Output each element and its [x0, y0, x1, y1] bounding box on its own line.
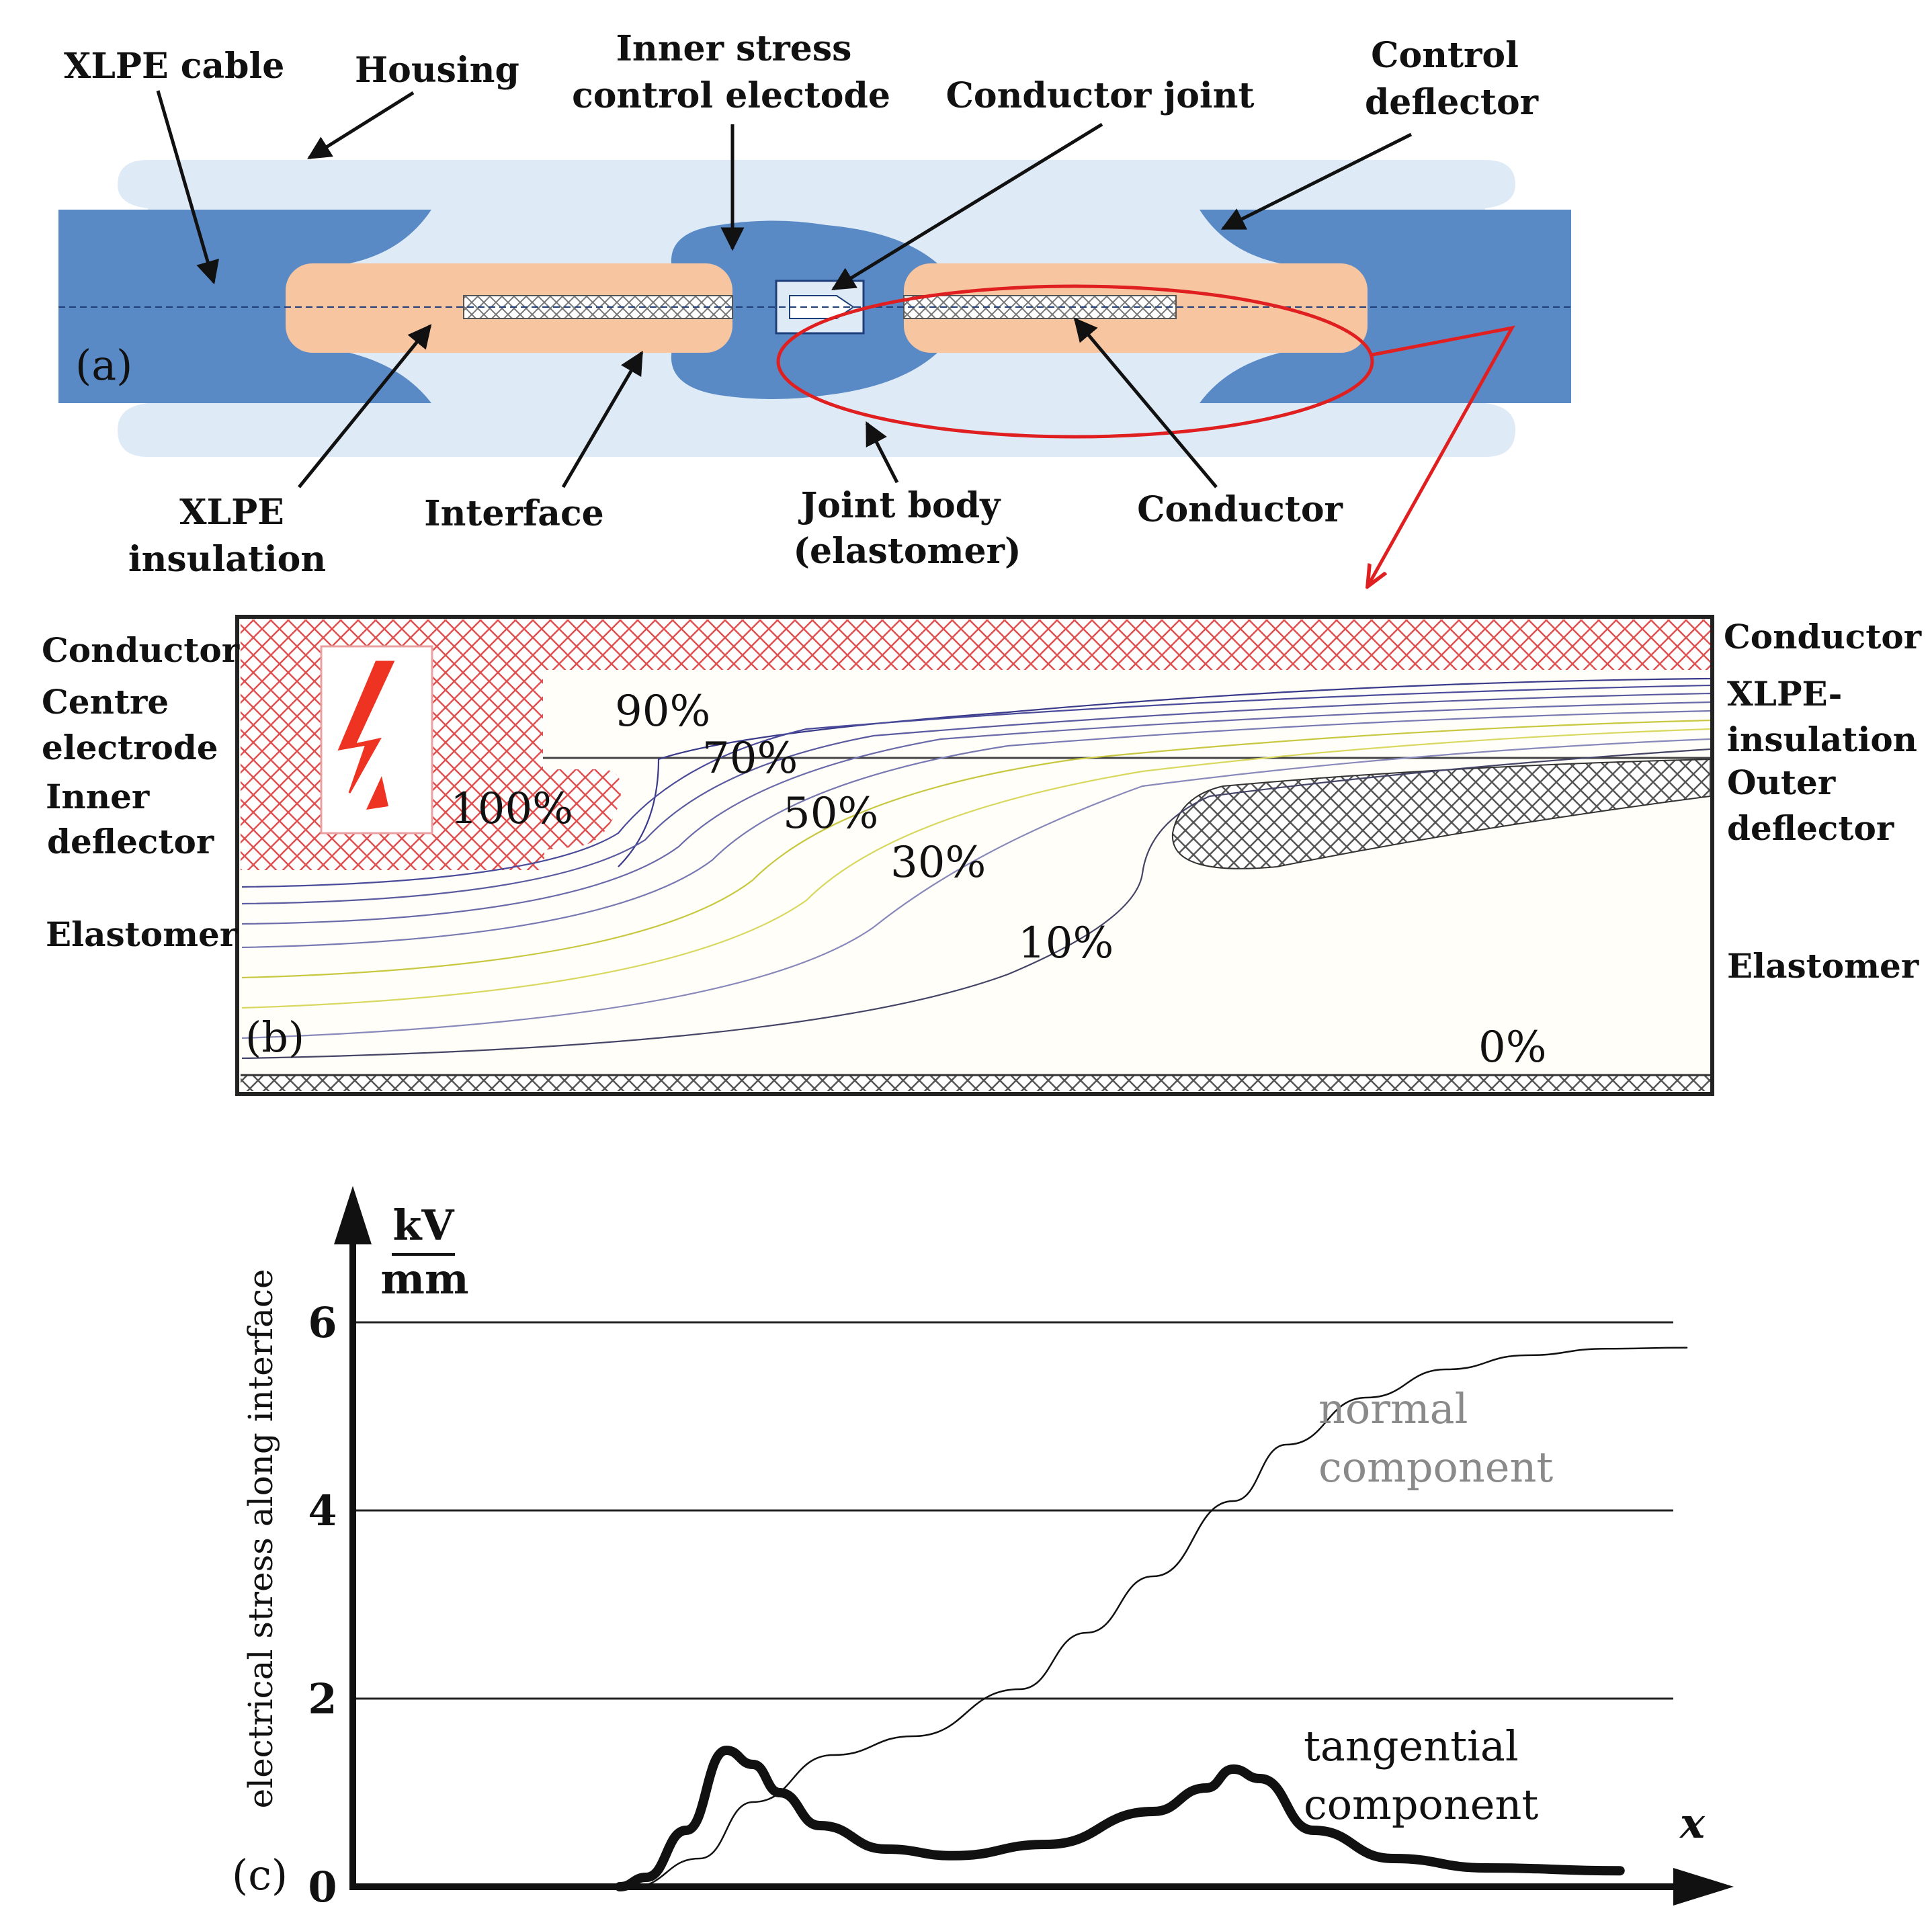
b-right-insulation: insulation — [1727, 720, 1917, 759]
label-conductor: Conductor — [1137, 489, 1343, 530]
label-interface: Interface — [424, 493, 603, 534]
b-right-elastomer: Elastomer — [1727, 946, 1919, 986]
series-group — [615, 1347, 1688, 1891]
b-left-electrode: electrode — [42, 728, 218, 767]
label-xlpe-insulation-1: XLPE — [179, 492, 284, 533]
y-axis-arrowhead — [334, 1186, 372, 1244]
label-xlpe-insulation-2: insulation — [128, 539, 326, 580]
unit-denominator: mm — [380, 1254, 468, 1304]
x-axis-arrowhead — [1673, 1868, 1734, 1906]
x-axis-label: x — [1679, 1799, 1706, 1848]
b-right-deflector: deflector — [1727, 808, 1894, 848]
tangential-label-2: component — [1304, 1780, 1538, 1829]
panel-c-tag: (c) — [232, 1850, 288, 1899]
label-inner-stress-1: Inner stress — [616, 28, 852, 69]
b-left-elastomer: Elastomer — [46, 914, 238, 954]
tangential-label-1: tangential — [1304, 1721, 1519, 1770]
series-normal-component-line — [632, 1347, 1688, 1888]
label-100pct: 100% — [450, 784, 573, 834]
zoom-highlight-ellipse — [776, 284, 1374, 439]
panel-a: XLPE cable Housing Inner stress control … — [58, 28, 1571, 587]
b-right-conductor: Conductor — [1724, 617, 1922, 656]
panel-a-arrows — [156, 90, 1413, 488]
y-axis-label: electrical stress along interface — [241, 1269, 280, 1808]
ground-strip — [241, 1075, 1710, 1091]
y-tick-labels: 0 2 4 6 — [308, 1298, 337, 1912]
label-0pct: 0% — [1478, 1023, 1547, 1072]
gridlines — [353, 1321, 1673, 1700]
label-xlpe-cable: XLPE cable — [64, 46, 284, 87]
b-left-centre: Centre — [42, 682, 169, 722]
b-right-outer: Outer — [1727, 763, 1836, 802]
panel-b: 90% 70% 100% 50% 30% 10% 0% (b) Conducto… — [42, 615, 1922, 1096]
y-tick-4: 4 — [308, 1486, 337, 1535]
y-tick-0: 0 — [308, 1863, 337, 1912]
hv-conductor-region — [241, 620, 1710, 670]
label-90pct: 90% — [615, 687, 710, 736]
label-10pct: 10% — [1018, 919, 1114, 968]
label-joint-body-1: Joint body — [798, 485, 1001, 526]
panel-b-tag: (b) — [245, 1013, 304, 1062]
label-control-2: deflector — [1365, 82, 1539, 123]
b-left-deflector: deflector — [47, 822, 214, 861]
zoom-arrow — [1368, 325, 1515, 587]
y-tick-2: 2 — [308, 1674, 337, 1723]
b-right-xlpe: XLPE- — [1727, 674, 1842, 714]
label-housing: Housing — [355, 50, 519, 91]
lightning-icon — [337, 660, 395, 794]
series-tangential-component-line — [615, 1746, 1625, 1891]
label-control-1: Control — [1371, 35, 1519, 76]
label-joint-body-2: (elastomer) — [793, 531, 1021, 572]
panel-c: 0 2 4 6 kV mm electrical stress along inter… — [232, 1186, 1734, 1912]
label-inner-stress-2: control electode — [572, 75, 890, 116]
y-tick-6: 6 — [308, 1298, 337, 1347]
label-70pct: 70% — [702, 734, 798, 783]
panel-a-tag: (a) — [75, 341, 132, 390]
normal-label-1: normal — [1318, 1384, 1468, 1433]
label-50pct: 50% — [783, 789, 878, 839]
unit-numerator: kV — [392, 1201, 454, 1250]
label-conductor-joint: Conductor joint — [946, 75, 1255, 116]
label-30pct: 30% — [890, 838, 986, 888]
b-left-inner: Inner — [46, 777, 150, 816]
equipotential-lines — [241, 677, 1711, 1060]
b-left-conductor: Conductor — [42, 630, 240, 670]
normal-label-2: component — [1318, 1443, 1553, 1492]
